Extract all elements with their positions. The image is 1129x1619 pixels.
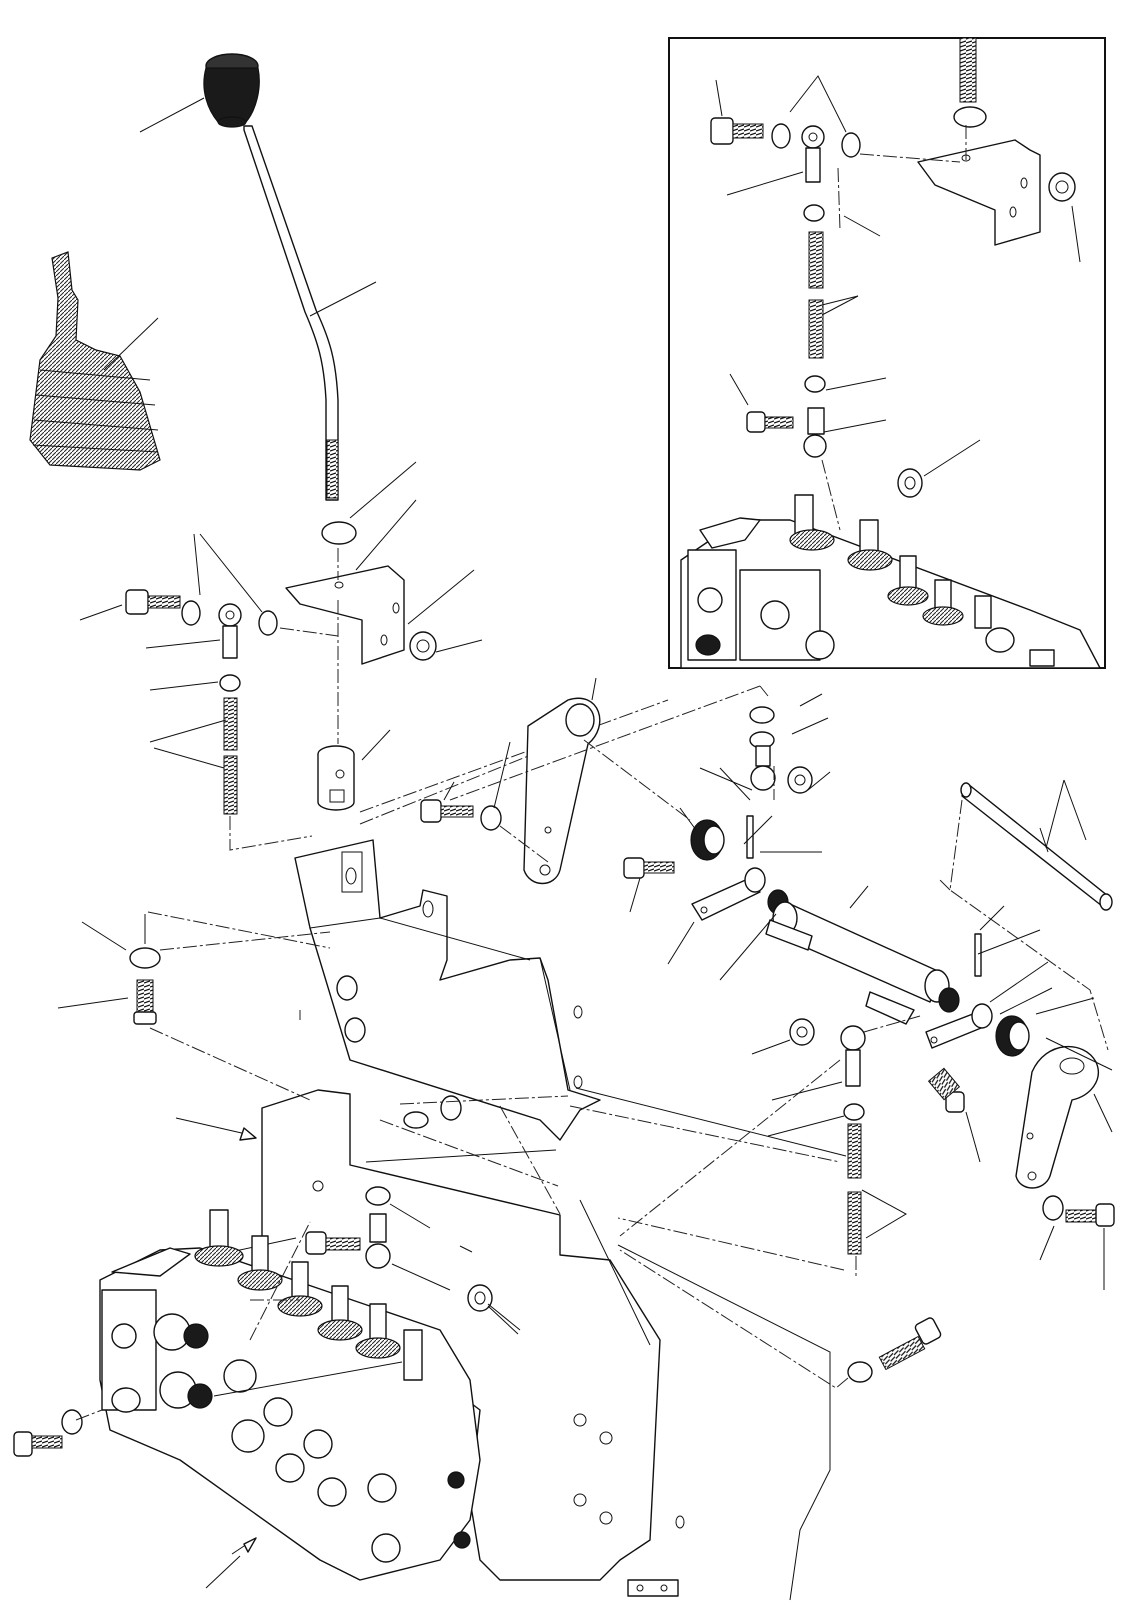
bolt-icon — [710, 117, 764, 145]
plate-mounting-hardware — [57, 911, 331, 1101]
control-valve-block-icon — [680, 494, 1101, 669]
threaded-rod-icon — [847, 1191, 862, 1255]
washer-icon — [403, 1111, 429, 1129]
nut-icon — [803, 204, 825, 222]
threaded-rod-icon — [326, 439, 339, 499]
nut-icon — [409, 631, 437, 661]
arrow-indicator-icon — [175, 1117, 257, 1141]
bolt-icon — [125, 589, 181, 615]
washer-icon — [480, 805, 502, 831]
threaded-rod-icon — [847, 1123, 862, 1179]
lever-arm-icon — [1015, 1046, 1099, 1189]
threaded-rod-icon — [808, 299, 824, 359]
nut-icon — [440, 1095, 462, 1121]
ball-joint-icon — [801, 125, 825, 183]
bolt-icon — [1065, 1203, 1115, 1227]
spool-caps — [194, 1209, 423, 1381]
nut-icon — [843, 1103, 865, 1121]
washer-icon — [1042, 1195, 1064, 1221]
right-upper-linkage — [449, 685, 950, 1025]
inset-ball-joint-assembly — [680, 37, 1101, 669]
bolt-icon — [13, 1431, 63, 1457]
lever-arm-icon — [523, 697, 601, 885]
bolt-icon — [305, 1231, 361, 1255]
bolt-icon — [133, 979, 157, 1025]
washer-icon — [847, 1361, 873, 1383]
nut-icon — [804, 375, 826, 393]
washer-icon — [953, 106, 987, 128]
middle-linkage-assembly — [420, 677, 691, 885]
right-shaft-assembly — [925, 779, 1115, 1290]
ball-joint-icon — [803, 407, 827, 458]
clevis-plate-icon — [925, 1003, 993, 1049]
nut-icon — [219, 674, 241, 692]
threaded-rod-icon — [223, 697, 238, 751]
washer-icon — [61, 1409, 83, 1435]
nut-icon — [897, 468, 923, 498]
lever-connector-icon — [317, 745, 355, 811]
washer-icon — [938, 987, 960, 1013]
threaded-rod-icon — [808, 231, 824, 289]
clevis-plate-icon — [691, 867, 766, 921]
washer-icon — [129, 947, 161, 969]
washer-icon — [841, 132, 861, 158]
nut-icon — [1048, 172, 1076, 202]
bolt-icon — [623, 857, 675, 879]
bolt-icon — [878, 1317, 942, 1371]
ball-joint-icon — [749, 731, 776, 791]
bracket-icon — [917, 139, 1041, 246]
bolt-icon — [927, 1067, 965, 1113]
lever-knob-icon — [203, 53, 260, 128]
nut-icon — [467, 1284, 493, 1312]
washer-icon — [258, 610, 278, 636]
washer-icon — [321, 521, 357, 545]
pin-icon — [974, 933, 982, 977]
center-rod-assembly — [211, 1186, 519, 1335]
left-ball-joint-assembly — [79, 461, 669, 851]
control-lever — [139, 53, 377, 501]
bolt-icon — [420, 799, 474, 823]
shaft-icon — [765, 901, 950, 1025]
control-valve-block-icon — [13, 1209, 481, 1589]
threaded-rod-icon — [959, 37, 977, 103]
threaded-rod-icon — [223, 755, 238, 815]
bushing-icon — [690, 819, 725, 861]
support-plate-icon — [294, 839, 601, 1141]
bolt-icon — [746, 411, 794, 433]
washer-icon — [771, 123, 791, 149]
ball-joint-icon — [840, 1025, 866, 1087]
pin-icon — [746, 815, 754, 859]
valve-sections — [153, 1313, 471, 1563]
washer-icon — [181, 600, 201, 626]
washer-nut-pair — [403, 1095, 462, 1129]
bracket-icon — [285, 565, 405, 665]
ball-joint-icon — [218, 603, 242, 659]
right-ball-joint-assembly — [575, 1015, 921, 1276]
nut-icon — [365, 1186, 391, 1206]
ball-joint-icon — [365, 1213, 391, 1269]
shaft-icon — [960, 782, 1113, 911]
rubber-boot-icon — [29, 251, 161, 471]
cover-panel-icon — [261, 1089, 831, 1601]
nut-icon — [789, 1018, 815, 1046]
bushing-icon — [995, 1015, 1030, 1057]
lower-right-hardware — [619, 1249, 942, 1389]
nut-icon — [787, 766, 813, 794]
connection-lines — [250, 1010, 841, 1331]
nut-icon — [749, 706, 775, 724]
